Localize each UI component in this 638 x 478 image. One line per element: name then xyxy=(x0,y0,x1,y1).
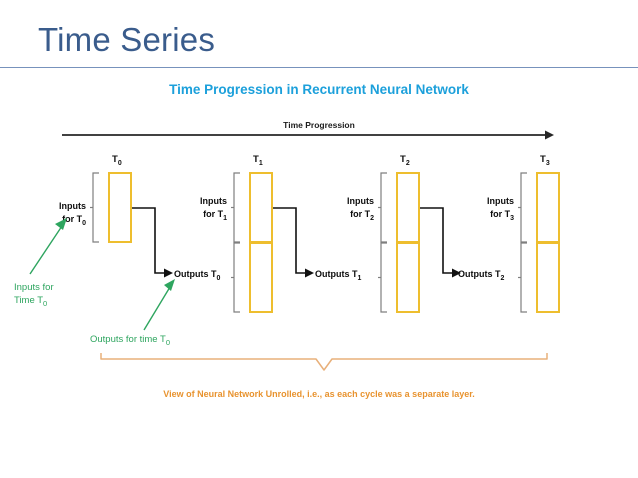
label-inputs-for-t2: Inputs for T2 xyxy=(347,196,374,222)
annotation-arrow-inputs xyxy=(29,218,67,275)
connector-t0-to-outputs xyxy=(132,207,173,278)
label-inputs-for-t1: Inputs for T1 xyxy=(200,196,227,222)
label-inputs-for-t3: Inputs for T3 xyxy=(487,196,514,222)
page-subtitle: Time Progression in Recurrent Neural Net… xyxy=(169,82,469,97)
bracket-t3-recurrent-input xyxy=(518,242,527,313)
unrolled-view-caption: View of Neural Network Unrolled, i.e., a… xyxy=(163,389,475,399)
nn-box-t3-recurrent[interactable] xyxy=(536,242,560,313)
column-label-t3: T3 xyxy=(540,154,550,167)
connector-t2-to-outputs xyxy=(420,207,461,278)
nn-box-t1-inputs[interactable] xyxy=(249,172,273,243)
nn-box-t1-recurrent[interactable] xyxy=(249,242,273,313)
nn-box-t2-recurrent[interactable] xyxy=(396,242,420,313)
bracket-t3-inputs xyxy=(518,172,527,243)
bracket-t0-inputs xyxy=(90,172,99,243)
nn-box-t0-inputs[interactable] xyxy=(108,172,132,243)
label-inputs-for-t0: Inputs for T0 xyxy=(59,201,86,227)
annotation-inputs-note: Inputs for Time T0 xyxy=(14,282,54,308)
title-divider xyxy=(0,67,638,68)
nn-box-t2-inputs[interactable] xyxy=(396,172,420,243)
page-title: Time Series xyxy=(38,21,216,58)
nn-box-t3-inputs[interactable] xyxy=(536,172,560,243)
time-progression-arrow xyxy=(62,130,554,140)
column-label-t1: T1 xyxy=(253,154,263,167)
label-outputs-t1: Outputs T1 xyxy=(315,269,362,282)
time-progression-label: Time Progression xyxy=(283,120,355,130)
label-outputs-t0: Outputs T0 xyxy=(174,269,221,282)
connector-t1-to-outputs xyxy=(273,207,314,278)
bracket-t2-inputs xyxy=(378,172,387,243)
bracket-t1-inputs xyxy=(231,172,240,243)
column-label-t2: T2 xyxy=(400,154,410,167)
bracket-t1-recurrent-input xyxy=(231,242,240,313)
annotation-arrow-outputs xyxy=(143,279,175,331)
column-label-t0: T0 xyxy=(112,154,122,167)
label-outputs-t2: Outputs T2 xyxy=(458,269,505,282)
unrolled-view-brace xyxy=(100,353,548,371)
annotation-outputs-note: Outputs for time T0 xyxy=(90,334,171,347)
bracket-t2-recurrent-input xyxy=(378,242,387,313)
